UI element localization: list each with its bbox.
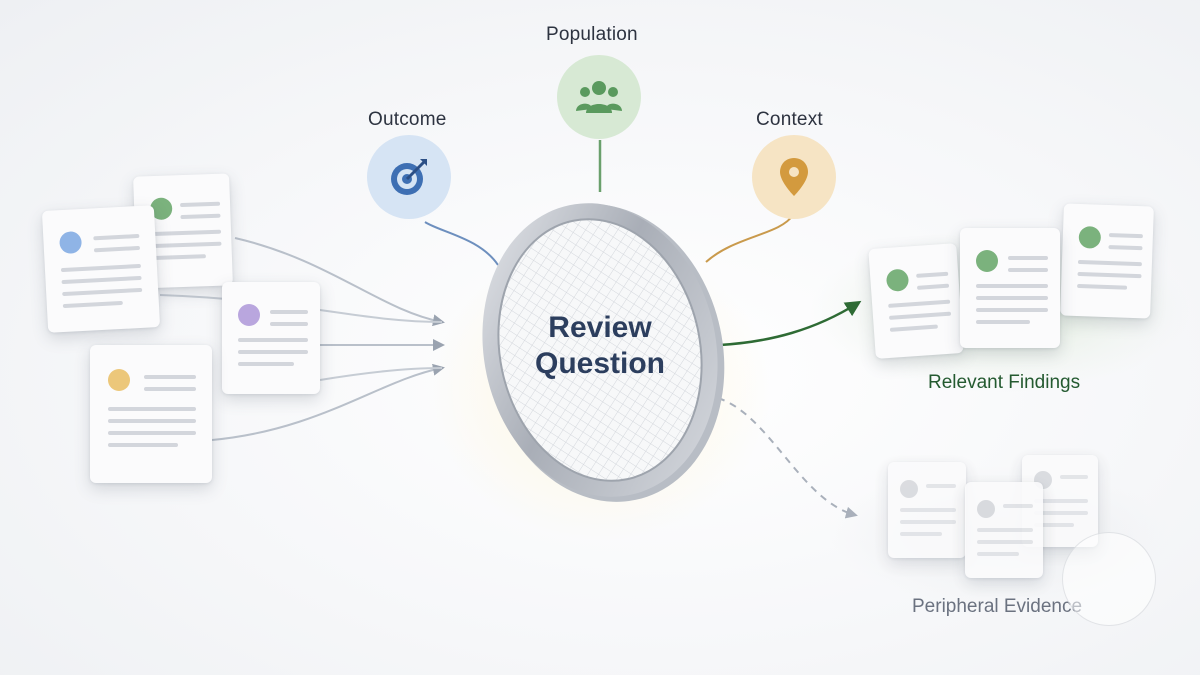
- population-badge: [557, 55, 641, 139]
- outcome-connector: [424, 221, 499, 266]
- doc-dot: [885, 268, 910, 292]
- flow-line-2: [159, 294, 443, 323]
- input-doc-1: [41, 205, 161, 333]
- doc-dot: [976, 250, 998, 272]
- peripheral-doc-2: [965, 482, 1043, 578]
- population-label: Population: [546, 24, 638, 45]
- review-line: Review: [548, 311, 652, 344]
- doc-dot: [238, 304, 260, 326]
- doc-dot: [1078, 226, 1102, 249]
- flow-line-5: [319, 367, 443, 381]
- peripheral-arrow: [717, 397, 858, 519]
- question-line: Question: [534, 347, 665, 380]
- watermark-badge: [1062, 532, 1156, 626]
- input-doc-4: [90, 345, 212, 483]
- peripheral-doc-1: [888, 462, 966, 558]
- outcome-badge: [367, 135, 451, 219]
- context-connector: [705, 214, 794, 263]
- context-badge: [752, 135, 836, 219]
- relevant-doc-1: [868, 243, 964, 359]
- location-pin-icon: [780, 158, 808, 196]
- peripheral-evidence-label: Peripheral Evidence: [912, 596, 1083, 617]
- outcome-label: Outcome: [368, 109, 447, 130]
- review-question-label: Review Question: [500, 310, 700, 382]
- flow-line-4: [211, 363, 445, 441]
- relevant-findings-label: Relevant Findings: [928, 372, 1081, 393]
- context-label: Context: [756, 109, 823, 130]
- doc-dot: [59, 230, 83, 255]
- people-icon: [576, 81, 622, 113]
- relevant-doc-3: [1060, 203, 1154, 319]
- target-icon: [391, 159, 427, 195]
- relevant-doc-2: [960, 228, 1060, 348]
- flow-line-1: [234, 237, 445, 327]
- doc-dot: [900, 480, 918, 498]
- doc-dot: [977, 500, 995, 518]
- doc-dot: [108, 369, 130, 391]
- review-lens: [482, 203, 725, 502]
- relevant-arrow: [719, 300, 862, 347]
- input-doc-3: [222, 282, 320, 394]
